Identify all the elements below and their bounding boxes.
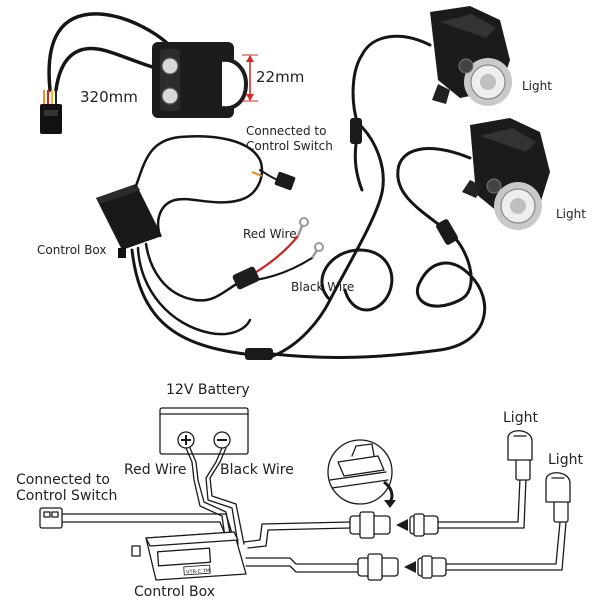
light-top-connector — [350, 118, 362, 144]
light-bottom-connector — [436, 219, 458, 245]
cable-length-label: 320mm — [80, 88, 138, 106]
photo-red-wire-label: Red Wire — [243, 227, 297, 241]
light-top-lead — [350, 34, 432, 192]
schematic-switch-line2-label: Control Switch — [16, 488, 117, 504]
schematic-red-wire-label: Red Wire — [124, 462, 187, 478]
schematic-black-wire-label: Black Wire — [220, 462, 294, 478]
control-box-label: Control Box — [37, 243, 107, 257]
battery-leads-photo — [136, 217, 324, 336]
black-ring-terminal — [314, 242, 324, 252]
battery-schematic — [159, 407, 249, 455]
schematic-control-box-label: Control Box — [134, 584, 215, 600]
red-ring-terminal — [299, 217, 309, 227]
battery-label: 12V Battery — [166, 382, 250, 398]
connector-pair-bottom — [357, 553, 447, 581]
connector-pair-top — [349, 511, 439, 539]
light-top-photo — [430, 6, 512, 106]
control-box-photo — [96, 184, 162, 258]
schematic-light-top-label: Light — [503, 410, 538, 426]
photo-light-bottom-label: Light — [556, 207, 586, 221]
light-leads-schematic — [437, 477, 567, 571]
connector-detail — [327, 439, 396, 508]
switch-button-top — [161, 57, 179, 75]
light-top-schematic — [507, 430, 533, 481]
diameter-label: 22mm — [256, 68, 304, 86]
handlebar-switch — [152, 42, 249, 118]
schematic-switch-line1-label: Connected to — [16, 472, 110, 488]
switch-line2-label: Control Switch — [246, 139, 333, 153]
switch-button-bottom — [161, 87, 179, 105]
switch-plug — [40, 90, 62, 134]
diameter-dimension — [242, 54, 258, 102]
fuse-holder — [232, 266, 260, 290]
light-bottom-photo — [462, 118, 550, 230]
switch-line1-label: Connected to — [246, 124, 326, 138]
control-box-schematic: VTR-C TM — [131, 531, 247, 581]
photo-light-top-label: Light — [522, 79, 552, 93]
control-box-chip-label: VTR-C TM — [186, 568, 210, 576]
switch-lead — [134, 135, 296, 238]
harness-connector — [245, 348, 273, 360]
schematic-light-bottom-label: Light — [548, 452, 583, 468]
light-bottom-schematic — [545, 472, 571, 523]
light-bottom-lead — [396, 147, 472, 245]
harness-schematic — [243, 521, 359, 573]
main-harness — [130, 123, 487, 360]
